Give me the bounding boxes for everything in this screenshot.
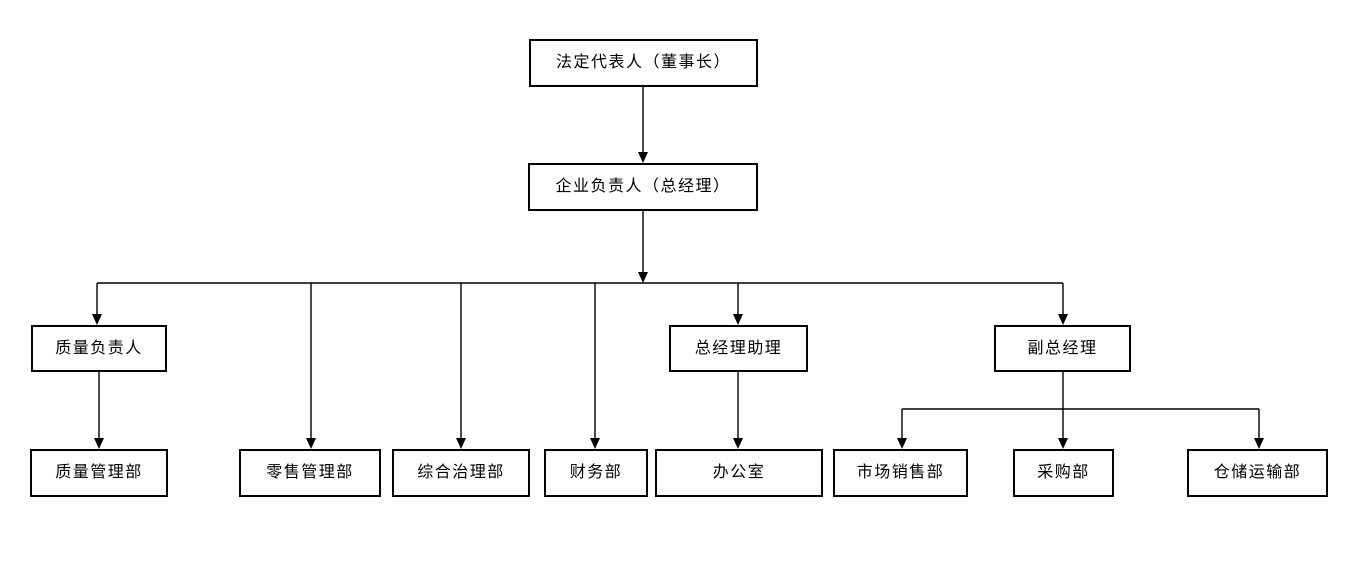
org-node-comprehensive-governance-dept: 综合治理部 [392, 449, 530, 497]
edge-deputy-gm-market-sales-dept [897, 409, 907, 449]
edge-deputy-gm-purchasing-dept [1058, 409, 1068, 449]
org-node-label: 仓储运输部 [1213, 464, 1302, 481]
org-node-label: 采购部 [1037, 464, 1090, 481]
edge-enterprise-head-comprehensive-governance-dept [456, 283, 466, 449]
edge-quality-head-quality-management-dept [94, 372, 104, 449]
org-node-label: 法定代表人（董事长） [555, 54, 731, 71]
org-node-label: 综合治理部 [417, 464, 505, 481]
edge-gm-assistant-office [733, 372, 743, 449]
org-node-enterprise-head: 企业负责人（总经理） [528, 163, 758, 211]
org-node-deputy-gm: 副总经理 [994, 325, 1131, 372]
edge-legal-representative-enterprise-head [638, 87, 648, 163]
org-node-label: 质量管理部 [55, 464, 143, 481]
org-node-label: 市场销售部 [856, 464, 945, 481]
edge-enterprise-head-trunk [638, 211, 648, 283]
org-node-retail-management-dept: 零售管理部 [239, 449, 381, 497]
edge-deputy-gm-warehousing-transportation-dept [1254, 409, 1264, 449]
org-node-purchasing-dept: 采购部 [1013, 449, 1114, 497]
org-node-warehousing-transportation-dept: 仓储运输部 [1187, 449, 1328, 497]
org-node-gm-assistant: 总经理助理 [669, 325, 808, 372]
org-node-label: 财务部 [569, 464, 623, 481]
org-node-market-sales-dept: 市场销售部 [833, 449, 968, 497]
org-node-office: 办公室 [655, 449, 823, 497]
org-node-label: 质量负责人 [55, 339, 143, 357]
edge-enterprise-head-retail-management-dept [306, 283, 316, 449]
org-node-label: 总经理助理 [694, 339, 783, 357]
org-node-label: 办公室 [712, 464, 766, 481]
org-node-legal-representative: 法定代表人（董事长） [529, 39, 758, 87]
edge-enterprise-head-gm-assistant [733, 283, 743, 325]
org-node-label: 企业负责人（总经理） [555, 178, 731, 195]
edge-enterprise-head-finance-dept [590, 283, 600, 449]
org-node-label: 零售管理部 [266, 464, 354, 481]
org-node-finance-dept: 财务部 [544, 449, 648, 497]
edge-enterprise-head-deputy-gm [1058, 283, 1068, 325]
edge-enterprise-head-quality-head [92, 283, 102, 325]
org-node-label: 副总经理 [1027, 339, 1098, 357]
org-node-quality-management-dept: 质量管理部 [30, 449, 168, 497]
org-node-quality-head: 质量负责人 [31, 325, 167, 372]
